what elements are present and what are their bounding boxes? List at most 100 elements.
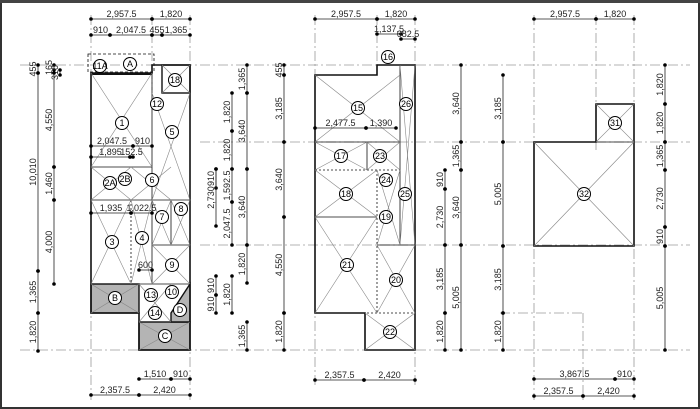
section-number: 4	[139, 233, 144, 243]
roof-section-marker: 18	[339, 187, 353, 201]
section-circle	[165, 285, 179, 299]
dashed-box-a	[87, 53, 155, 73]
dimension-dot	[501, 244, 505, 248]
roof-section-marker: 21	[340, 258, 354, 272]
dimension-label: 2,357.5	[324, 370, 354, 380]
dimension-dot	[214, 274, 218, 278]
dimension: 4,000	[44, 198, 56, 286]
dimension-dot	[313, 378, 317, 382]
dimension-label: 2,957.5	[331, 9, 361, 19]
dimension-dot	[58, 73, 62, 77]
dimension-label: 2,730	[435, 206, 445, 229]
roof-section-marker: 26	[399, 97, 413, 111]
dimension-dot	[214, 293, 218, 297]
dimension: 910	[169, 369, 192, 381]
section-number: 5	[169, 127, 174, 137]
dimension-dot	[594, 17, 598, 21]
dimension-dot	[36, 349, 40, 353]
section-number: 20	[391, 275, 401, 285]
dimension-dot	[137, 393, 141, 397]
dimension-label: 3,640	[451, 196, 461, 219]
dimension-label: 1,895	[99, 147, 122, 157]
dimension-dot	[375, 32, 379, 36]
roof-section-marker: A	[123, 57, 137, 71]
dimension-dot	[245, 243, 249, 247]
dimension: 910	[206, 293, 218, 315]
roof-section-marker: 11A	[92, 59, 108, 73]
dimension-dot	[245, 320, 249, 324]
dimension-label: 2,957.5	[550, 9, 580, 19]
section-circle	[145, 173, 159, 187]
dimension-dot	[52, 68, 56, 72]
dimension-label: 1,820	[655, 112, 665, 135]
dimension-label: 910	[93, 25, 108, 35]
dimension-label: 10,010	[28, 158, 38, 186]
dimension-label: 910	[206, 296, 216, 311]
dimension: 2,420	[362, 370, 417, 382]
dimension-dot	[375, 17, 379, 21]
dimension-dot	[632, 394, 636, 398]
roof-section-marker: B	[108, 291, 122, 305]
dimension-label: 1,592.5	[222, 170, 232, 200]
dimension: 1,820	[594, 9, 636, 21]
dimension-dot	[663, 140, 667, 144]
dimension-dot	[169, 377, 173, 381]
roof-section-marker: 18	[168, 73, 182, 87]
dimension: 1,022.5	[126, 203, 157, 215]
dimension-dot	[364, 126, 368, 130]
dimension-label: 1,820	[274, 320, 284, 343]
dimension-dot	[36, 311, 40, 315]
section-number: 8	[178, 204, 183, 214]
dimension-label: 1,820	[435, 320, 445, 343]
section-number: 2B	[119, 174, 130, 184]
dimension-label: 3,640	[237, 196, 247, 219]
dimension: 1,365	[655, 140, 667, 172]
dimension-dot	[131, 155, 135, 159]
dimension-label: 910	[206, 278, 216, 293]
dimension-dot	[52, 63, 56, 67]
section-circle	[93, 59, 107, 73]
section-circle	[115, 116, 129, 130]
dimension-label: 5,005	[655, 287, 665, 310]
dimension-dot	[89, 144, 93, 148]
dimension-dot	[459, 63, 463, 67]
dimension-dot	[282, 63, 286, 67]
dimension-dot	[443, 243, 447, 247]
dimension-label: 3,185	[493, 97, 503, 120]
roof-section-marker: D	[173, 303, 187, 317]
dimension-label: 1,365	[165, 25, 188, 35]
dimension-label: 4,000	[44, 231, 54, 254]
section-circle	[398, 187, 412, 201]
section-number: C	[162, 331, 169, 341]
dimension-label: 5,005	[451, 286, 461, 309]
dimension: 682.5	[397, 29, 419, 41]
dimension-dot	[129, 211, 133, 215]
dimension-dot	[150, 211, 154, 215]
section-circle	[165, 258, 179, 272]
dimension-dot	[58, 68, 62, 72]
dimension-dot	[632, 17, 636, 21]
section-circle	[135, 231, 149, 245]
section-number: 24	[381, 175, 391, 185]
dimension: 910	[131, 136, 154, 148]
dimension-dot	[663, 168, 667, 172]
dimension-dot	[128, 155, 132, 159]
dimension-dot	[214, 224, 218, 228]
roof-section-marker: 20	[389, 273, 403, 287]
roof-section-marker: 4	[135, 231, 149, 245]
section-circle	[383, 325, 397, 339]
section-number: 7	[159, 212, 164, 222]
roof-section-marker: 16	[381, 50, 395, 64]
roof-section-marker: 7	[155, 210, 169, 224]
dimension-dot	[443, 348, 447, 352]
section-number: 19	[381, 212, 391, 222]
dimension-label: 1,390	[370, 118, 393, 128]
section-number: 32	[579, 189, 589, 199]
section-circle	[339, 187, 353, 201]
dimension-dot	[413, 37, 417, 41]
section-number: A	[127, 59, 133, 69]
section-number: 6	[149, 175, 154, 185]
dimension-label: 455	[28, 61, 38, 76]
dimension-label: 2,357.5	[100, 385, 130, 395]
